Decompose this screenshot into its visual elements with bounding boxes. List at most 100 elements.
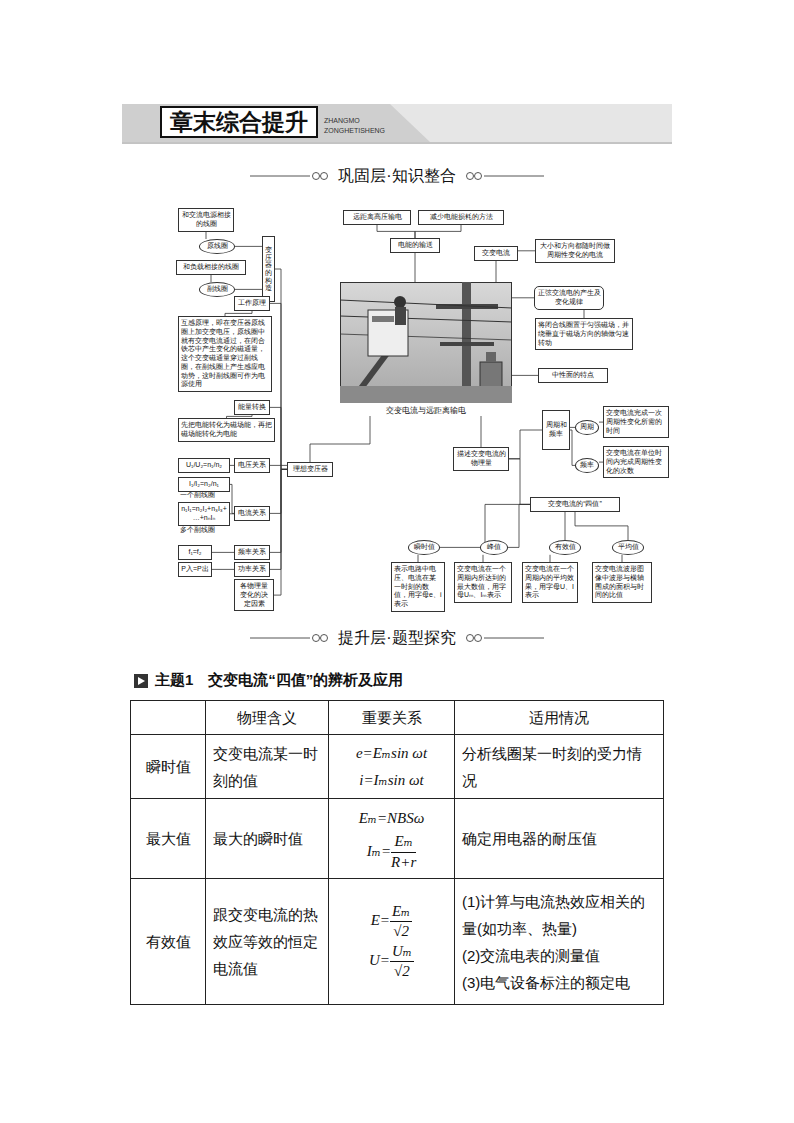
description-box: 先把电能转化为磁场能，再把磁场能转化为电能 — [178, 418, 275, 442]
concept-oval: 周期 — [575, 420, 599, 435]
concept-oval: 原线圈 — [199, 239, 235, 254]
node-text: 平均值 — [616, 543, 640, 552]
table-header: 适用情况 — [529, 709, 589, 726]
node-text: 有效值 — [553, 543, 577, 552]
fraction-numerator: Eₘ — [390, 902, 412, 923]
concept-box: n₁I₁=n₂I₂+n₃I₃+…+nₙIₙ — [178, 502, 230, 526]
node-text: 变压器的构造 — [265, 246, 272, 292]
section-heading: 提升层·题型探究 — [297, 628, 497, 649]
concept-box: 能量转换 — [234, 400, 270, 415]
node-text: 电流关系 — [237, 509, 267, 518]
connector — [206, 232, 207, 240]
node-text: 交变电流波形图像中波形与横轴围成的面积与时间的比值 — [595, 565, 649, 600]
node-text: n₁I₁=n₂I₂+n₃I₃+…+nₙIₙ — [181, 505, 227, 523]
formula: E= — [371, 912, 390, 928]
formula: Iₘ= — [367, 843, 391, 859]
table-row: 有效值 跟交变电流的热效应等效的恒定电流值 E=Eₘ√2U=Uₘ√2 (1)计算… — [131, 879, 664, 1005]
table-cell: Eₘ=NBSωIₘ=EₘR+r — [329, 799, 455, 879]
concept-box: 电压关系 — [234, 458, 270, 473]
node-text: 减少电能损耗的方法 — [421, 213, 501, 222]
node-text: 理想变压器 — [290, 465, 330, 474]
table-cell: 最大值 — [131, 799, 206, 879]
connector — [550, 555, 551, 562]
table-cell — [131, 701, 206, 735]
connector — [377, 225, 415, 238]
node-text: 交变电流在一个周期内的平均效果，用字母U、I表示 — [525, 565, 575, 600]
connector — [496, 261, 497, 282]
cell-text: 最大的瞬时值 — [213, 830, 303, 847]
connector — [584, 310, 585, 319]
banner-band — [390, 104, 672, 142]
node-text: 远距离高压输电 — [346, 213, 408, 222]
concept-box: 和交流电源相接的线圈 — [178, 208, 234, 232]
section-ornament — [250, 173, 544, 642]
node-text: 互感原理，即在变压器原线圈上加交变电压，原线圈中就有交变电流通过，在闭合铁芯中产… — [181, 319, 269, 389]
connector — [565, 512, 566, 540]
formula: e=Eₘsin ωt — [336, 740, 447, 767]
concept-box: I₁/I₂=n₂/n₁ — [178, 477, 230, 492]
connector — [415, 253, 416, 282]
connector — [270, 303, 287, 469]
concept-oval: 峰值 — [480, 540, 508, 555]
node-text: 电能的输送 — [393, 241, 437, 250]
description-box: 交变电流在一个周期内的平均效果，用字母U、I表示 — [522, 562, 578, 603]
node-text: 中性面的特点 — [541, 371, 605, 380]
concept-box: 减少电能损耗的方法 — [418, 210, 504, 225]
table-header: 物理含义 — [237, 709, 297, 726]
concept-box: 频率关系 — [234, 545, 270, 560]
connector — [512, 375, 538, 376]
node-text: 周期 — [579, 423, 595, 432]
fraction-numerator: Eₘ — [391, 832, 416, 853]
concept-box: 电能的输送 — [390, 238, 440, 253]
connector — [415, 225, 461, 238]
node-text: 将闭合线圈置于匀强磁场，并绕垂直于磁场方向的轴做匀速转动 — [538, 321, 630, 347]
node-text: 功率关系 — [237, 565, 267, 574]
topic-icon — [134, 674, 148, 688]
concept-box: f₁=f₂ — [178, 545, 212, 560]
concept-box: 周期和频率 — [542, 410, 570, 450]
table-cell: 最大的瞬时值 — [206, 799, 329, 879]
table-header: 重要关系 — [362, 709, 422, 726]
description-box: 交变电流在单位时间内完成周期性变化的次数 — [603, 446, 669, 478]
photo-caption: 交变电流与远距离输电 — [340, 406, 512, 416]
node-text: 各物理量变化的决定因素 — [237, 582, 271, 608]
node-text: 交变电流 — [477, 249, 515, 258]
node-text: 副线圈 — [203, 285, 231, 294]
concept-box: 交变电流的“四值” — [530, 497, 620, 512]
concept-box: 远距离高压输电 — [343, 210, 411, 225]
connector — [508, 504, 530, 547]
rounded-box: 正弦交流电的产生及变化规律 — [534, 286, 604, 310]
description-box: 表示电路中电压、电流在某一时刻的数值，用字母e、i表示 — [391, 562, 445, 612]
table-cell: 确定用电器的耐压值 — [455, 799, 664, 879]
connector — [570, 430, 575, 465]
node-text: 交变电流的“四值” — [533, 500, 617, 509]
node-text: 交变电流在一个周期内所达到的最大数值，用字母Uₘ、Iₘ表示 — [457, 565, 509, 600]
table-cell: 瞬时值 — [131, 735, 206, 799]
table-cell: 物理含义 — [206, 701, 329, 735]
node-text: I₁/I₂=n₂/n₁ — [181, 480, 227, 489]
pinyin-label: ZONGHETISHENG — [324, 127, 385, 134]
concept-box: 功率关系 — [234, 562, 270, 577]
connector — [270, 465, 287, 466]
cell-text: (1)计算与电流热效应相关的量(如功率、热量) — [462, 888, 656, 942]
connector — [575, 512, 628, 540]
table-cell: 交变电流某一时刻的值 — [206, 735, 329, 799]
photo-frame: 交变电流与远距离输电 — [340, 282, 512, 416]
node-text: 交变电流在单位时间内完成周期性变化的次数 — [606, 449, 666, 475]
connector — [274, 469, 287, 595]
description-box: 交变电流波形图像中波形与横轴围成的面积与时间的比值 — [592, 562, 652, 603]
concept-box: 理想变压器 — [287, 462, 333, 477]
concept-box: 和负载相接的线圈 — [176, 260, 246, 275]
concept-box: 电流关系 — [234, 506, 270, 521]
table-cell: 有效值 — [131, 879, 206, 1005]
table-row: 瞬时值 交变电流某一时刻的值 e=Eₘsin ωti=Iₘsin ωt 分析线圈… — [131, 735, 664, 799]
formula: U= — [369, 952, 390, 968]
node-text: 工作原理 — [237, 299, 267, 308]
connector — [270, 469, 287, 513]
banner-rule — [122, 143, 672, 144]
node-text: 和交流电源相接的线圈 — [181, 211, 231, 229]
concept-box: 大小和方向都随时间做周期性变化的电流 — [535, 239, 615, 263]
concept-oval: 平均值 — [612, 540, 644, 555]
power-line-photo — [340, 282, 512, 403]
connector — [211, 275, 212, 282]
